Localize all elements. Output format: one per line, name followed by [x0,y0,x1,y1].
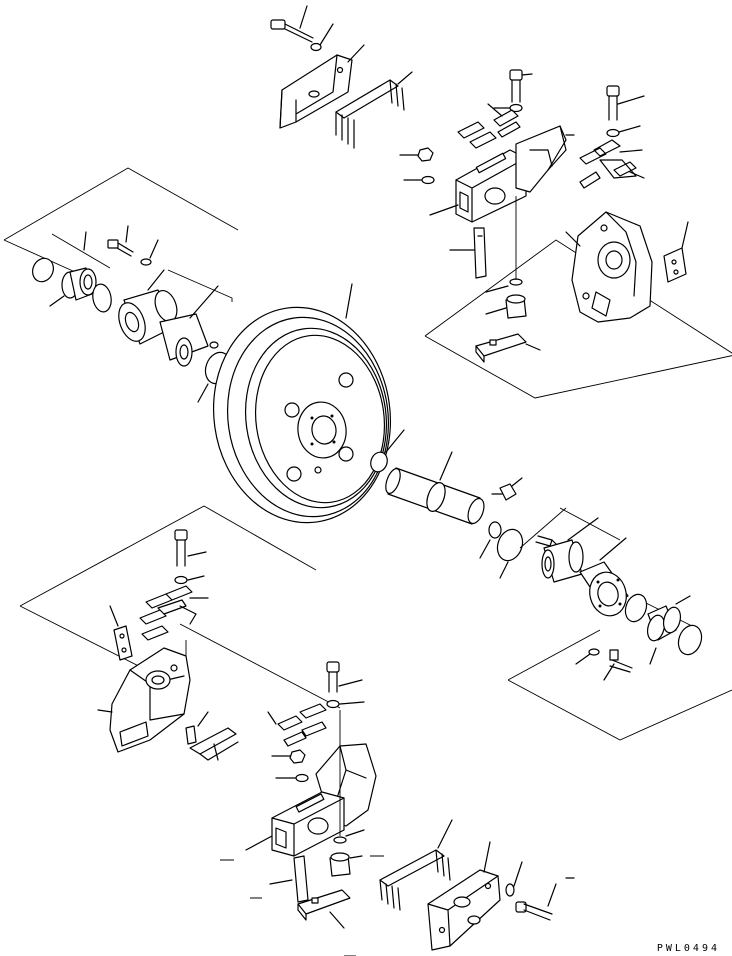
idler-shaft[interactable] [383,451,487,526]
center-o-ring[interactable] [368,429,405,474]
left-shim-set-2[interactable] [267,703,327,747]
left-pin[interactable] [269,855,309,903]
left-support[interactable] [97,647,191,753]
lower-guard-plate[interactable] [427,841,501,951]
right-bolt-4[interactable] [603,649,633,681]
left-bolt-2[interactable] [174,529,207,585]
upper-washer[interactable] [310,23,334,52]
left-shim-set[interactable] [139,585,209,641]
left-o-ring[interactable] [29,255,57,285]
left-spacer[interactable] [185,711,209,745]
right-washer-3[interactable] [575,648,600,665]
plug[interactable] [491,477,523,501]
right-washer[interactable] [493,103,523,113]
left-spacer-2[interactable] [329,710,365,877]
right-yoke[interactable] [515,125,575,193]
right-bolt[interactable] [509,69,533,103]
right-bushing[interactable] [579,537,631,620]
left-guide-plate-2[interactable] [189,727,239,761]
right-nut[interactable] [399,147,434,162]
left-nut[interactable] [271,749,306,764]
right-support[interactable] [565,211,653,323]
right-guide-plate-2[interactable] [475,333,541,363]
right-seal-ring[interactable] [675,622,706,658]
right-collar[interactable] [541,517,599,583]
idler-wheel[interactable] [200,283,404,534]
right-washer-2[interactable] [403,175,435,185]
right-floating-seal[interactable] [622,591,691,665]
right-bolt-2[interactable] [606,85,645,179]
left-bolt-3[interactable] [326,661,365,709]
left-guide-plate[interactable] [109,605,133,661]
lower-bolt[interactable] [515,877,575,921]
left-bearing-block[interactable] [245,791,345,857]
lower-shim-set[interactable] [379,819,453,911]
right-o-ring[interactable] [479,521,527,579]
upper-bolt[interactable] [270,5,314,43]
right-bearing-group [424,239,732,399]
right-shim-set-2[interactable] [579,139,637,189]
lower-washer[interactable] [505,861,523,897]
left-bushing[interactable] [159,285,219,367]
drawing-code: PWL0494 [656,943,720,954]
left-washer[interactable] [140,239,159,266]
right-guide-plate[interactable] [663,221,689,283]
upper-guard-plate[interactable] [279,44,365,129]
right-pin[interactable] [449,227,487,279]
right-shim-set[interactable] [457,103,521,149]
left-bolt[interactable] [107,225,134,257]
left-seal-ring[interactable] [83,231,113,313]
right-bearing-block[interactable] [429,149,527,223]
right-spacer[interactable] [485,196,527,319]
left-guide-plate-3[interactable] [297,889,351,929]
left-washer-2[interactable] [275,773,309,783]
left-floating-seal[interactable] [49,267,97,307]
right-bolt-3[interactable] [535,535,557,547]
upper-shim-set[interactable] [335,71,413,149]
